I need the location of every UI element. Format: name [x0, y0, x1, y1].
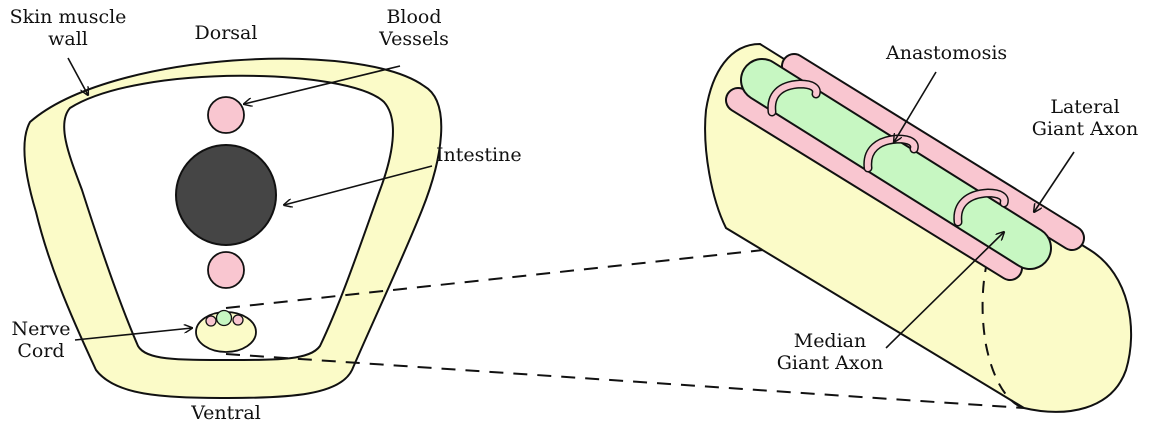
label-skin-muscle-wall-line2: wall [2, 28, 134, 50]
label-intestine: Intestine [436, 144, 522, 166]
label-blood-vessels: Blood Vessels [358, 6, 470, 50]
label-skin-muscle-wall-line1: Skin muscle [2, 6, 134, 28]
arrow-lateral-giant-axon [1034, 152, 1074, 212]
label-lateral-giant-axon-line1: Lateral [1020, 96, 1150, 118]
lateral-giant-axon-right [233, 315, 243, 325]
label-nerve-cord-line2: Cord [0, 340, 82, 362]
lateral-giant-axon-left [206, 316, 216, 326]
label-blood-vessels-line1: Blood [358, 6, 470, 28]
label-ventral: Ventral [176, 402, 276, 424]
blood-vessel-dorsal [208, 97, 244, 133]
blood-vessel-ventral [208, 252, 244, 288]
label-blood-vessels-line2: Vessels [358, 28, 470, 50]
label-median-giant-axon-line2: Giant Axon [760, 352, 900, 374]
label-lateral-giant-axon-line2: Giant Axon [1020, 118, 1150, 140]
label-skin-muscle-wall: Skin muscle wall [2, 6, 134, 50]
arrow-skin-muscle-wall [68, 58, 88, 95]
label-median-giant-axon: Median Giant Axon [760, 330, 900, 374]
label-lateral-giant-axon: Lateral Giant Axon [1020, 96, 1150, 140]
median-giant-axon-small [217, 311, 232, 326]
intestine [176, 145, 276, 245]
label-anastomosis: Anastomosis [886, 42, 1007, 64]
label-dorsal: Dorsal [178, 22, 274, 44]
label-nerve-cord-line1: Nerve [0, 318, 82, 340]
label-median-giant-axon-line1: Median [760, 330, 900, 352]
label-nerve-cord: Nerve Cord [0, 318, 82, 362]
